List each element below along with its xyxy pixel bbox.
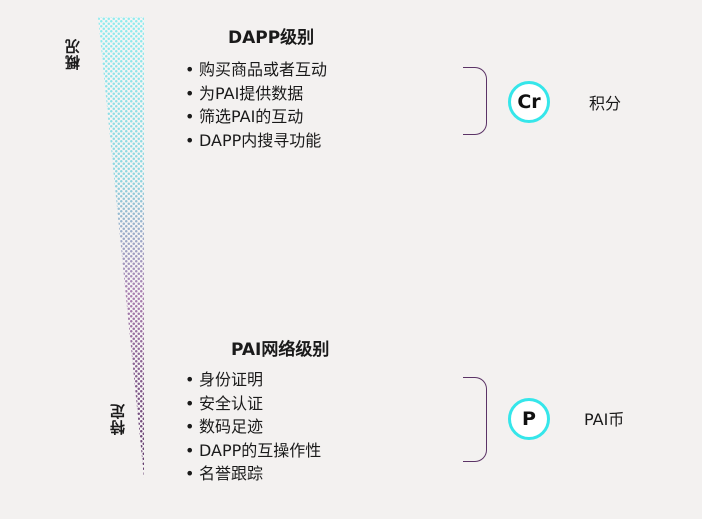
list-item: 名誉跟踪 [185,462,321,486]
pai-coin-badge-icon: P [508,398,550,440]
list-item: 购买商品或者互动 [185,58,327,82]
list-item: 筛选PAI的互动 [185,105,327,129]
dapp-reward-label: 积分 [589,94,622,113]
pai-network-level-title: PAI网络级别 [231,340,330,360]
wedge-top-label: 概况 [64,38,82,70]
pai-network-reward-label: PAI币 [584,410,625,429]
list-item: 数码足迹 [185,415,321,439]
credit-badge-icon: Cr [508,81,550,123]
list-item: DAPP的互操作性 [185,439,321,463]
list-item: 身份证明 [185,368,321,392]
dapp-level-brace [463,67,487,135]
list-item: 为PAI提供数据 [185,82,327,106]
pai-network-level-list: 身份证明 安全认证 数码足迹 DAPP的互操作性 名誉跟踪 [185,368,321,486]
dapp-level-list: 购买商品或者互动 为PAI提供数据 筛选PAI的互动 DAPP内搜寻功能 [185,58,327,152]
dapp-level-title: DAPP级别 [228,28,315,48]
pai-network-level-brace [463,377,487,462]
list-item: 安全认证 [185,392,321,416]
wedge-bottom-label: 特定 [109,403,127,435]
list-item: DAPP内搜寻功能 [185,129,327,153]
